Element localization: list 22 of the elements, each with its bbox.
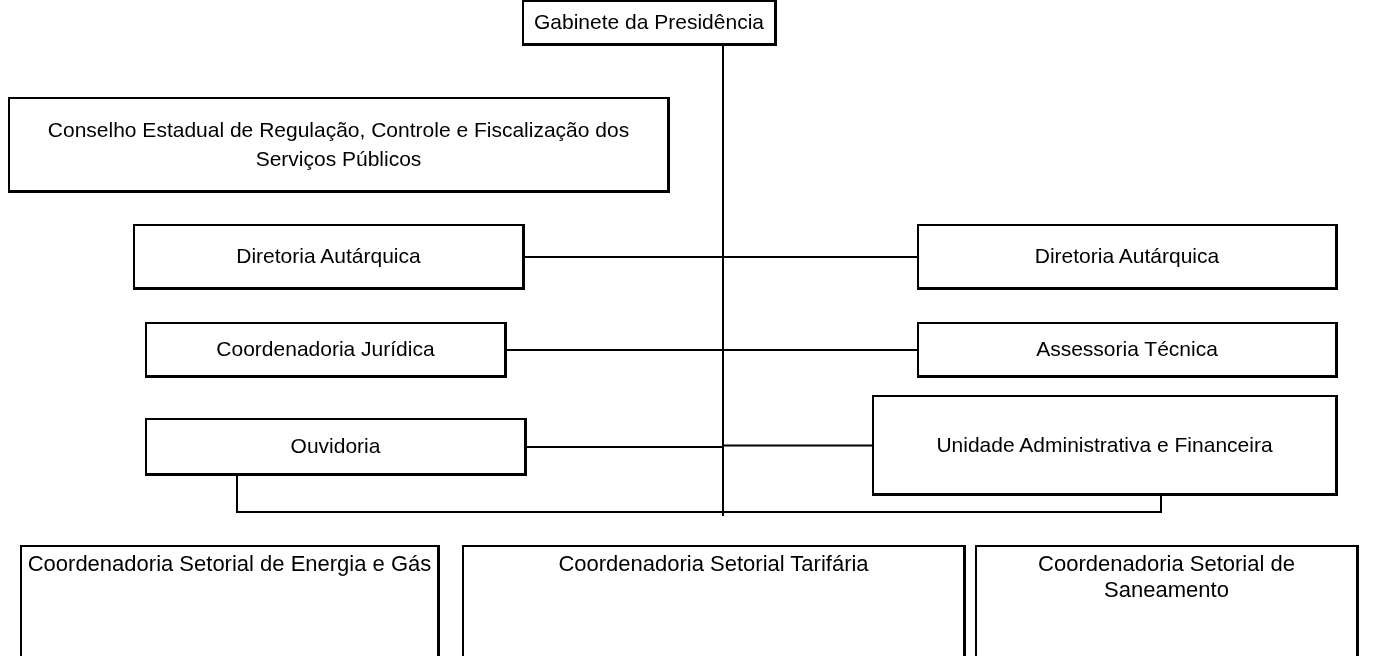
org-unit-box xyxy=(133,224,525,290)
org-unit-box xyxy=(522,0,777,46)
unit-name: Coordenadoria Setorial de Saneamento xyxy=(1037,551,1296,604)
unit-name: Gabinete da Presidência xyxy=(534,9,764,36)
unit-name: Coordenadoria Setorial de Energia e Gás xyxy=(27,551,432,578)
org-unit-box xyxy=(145,322,507,378)
unit-name: Diretoria Autárquica xyxy=(1034,243,1220,270)
org-unit-box xyxy=(145,418,527,476)
org-unit-box xyxy=(8,97,670,193)
org-unit-box xyxy=(462,545,966,656)
org-unit-box xyxy=(917,322,1338,378)
org-unit-box xyxy=(917,224,1338,290)
unit-name: Ouvidoria xyxy=(290,433,381,460)
unit-name: Assessoria Técnica xyxy=(1036,336,1218,363)
unit-name: Diretoria Autárquica xyxy=(236,243,421,270)
unit-name: Coordenadoria Jurídica xyxy=(216,336,435,363)
unit-name: Conselho Estadual de Regulação, Controle e Fiscalização dos Serviços Públicos xyxy=(46,117,631,172)
unit-name: Coordenadoria Setorial Tarifária xyxy=(558,551,869,578)
unit-name: Unidade Administrativa e Financeira xyxy=(936,431,1273,458)
org-unit-box xyxy=(975,545,1359,656)
org-unit-box xyxy=(872,395,1338,496)
org-unit-box xyxy=(20,545,440,656)
